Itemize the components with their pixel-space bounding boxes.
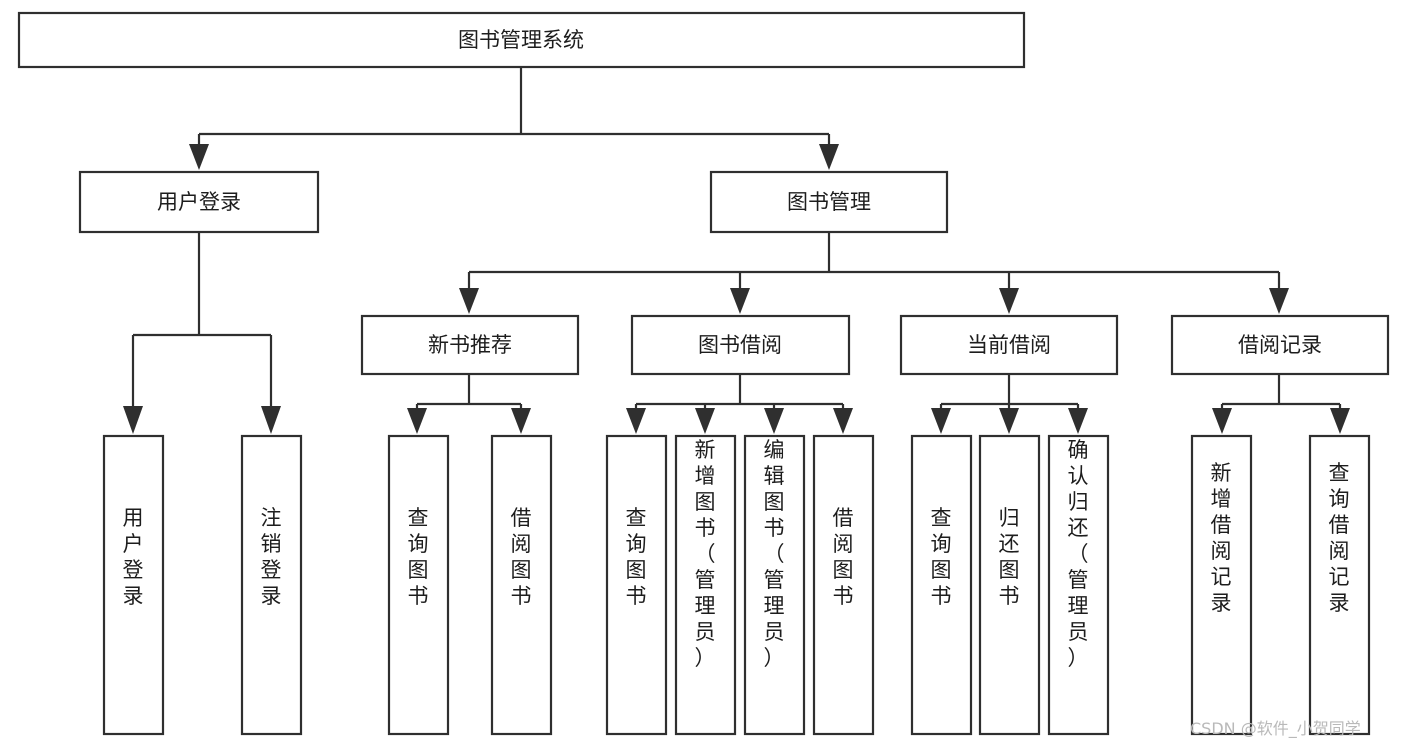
node-book-manage-label: 图书管理 [787,190,871,214]
leaf-user-logout[interactable]: 注销登录 [240,434,303,736]
leaf-query-book-1-label: 查询图书 [408,506,429,608]
leaf-confirm-return[interactable]: 确认归还（管理员） [1047,434,1110,736]
arrow-to-book-borrow [730,288,750,314]
leaf-confirm-return-label: 确认归还（管理员） [1068,438,1089,670]
leaf-borrow-book-1[interactable]: 借阅图书 [490,434,553,736]
arrow-to-leaf-query-record [1330,408,1350,434]
leaf-add-record-box[interactable] [1190,434,1253,736]
leaf-borrow-book-2-box[interactable] [812,434,875,736]
node-borrow-record-box[interactable] [1170,314,1390,376]
leaf-query-book-2[interactable]: 查询图书 [605,434,668,736]
leaf-borrow-book-2[interactable]: 借阅图书 [812,434,875,736]
node-book-borrow[interactable]: 图书借阅 [630,314,851,376]
leaf-user-logout-box[interactable] [240,434,303,736]
node-root[interactable]: 图书管理系统 [17,11,1026,69]
node-user-login[interactable]: 用户登录 [78,170,320,234]
node-borrow-record[interactable]: 借阅记录 [1170,314,1390,376]
leaf-edit-book[interactable]: 编辑图书（管理员） [743,434,806,736]
connector-group-book-borrow [626,374,853,434]
arrow-to-leaf-query-book-2 [626,408,646,434]
arrow-to-leaf-borrow-book-2 [833,408,853,434]
leaf-user-login[interactable]: 用户登录 [102,434,165,736]
leaf-add-book-label: 新增图书（管理员） [695,438,716,670]
node-current-borrow-label: 当前借阅 [967,333,1051,357]
leaf-confirm-return-box[interactable] [1047,434,1110,736]
leaf-query-record[interactable]: 查询借阅记录 [1308,434,1371,736]
arrow-to-current-borrow [999,288,1019,314]
leaf-add-book[interactable]: 新增图书（管理员） [674,434,737,736]
leaf-add-book-box[interactable] [674,434,737,736]
node-book-manage-box[interactable] [709,170,949,234]
leaf-return-book-box[interactable] [978,434,1041,736]
leaf-query-book-3-box[interactable] [910,434,973,736]
arrow-to-book-manage [819,144,839,170]
leaf-query-book-2-box[interactable] [605,434,668,736]
node-new-book-recommend[interactable]: 新书推荐 [360,314,580,376]
leaf-borrow-book-1-box[interactable] [490,434,553,736]
leaf-query-book-2-label: 查询图书 [626,506,647,608]
arrow-to-leaf-user-login [123,406,143,434]
connector-group-user-login [123,232,281,434]
leaf-query-book-3[interactable]: 查询图书 [910,434,973,736]
node-root-label: 图书管理系统 [458,28,584,52]
leaf-edit-book-box[interactable] [743,434,806,736]
arrow-to-leaf-add-record [1212,408,1232,434]
leaf-user-login-label: 用户登录 [123,506,144,608]
arrow-to-leaf-add-book [695,408,715,434]
leaf-query-book-3-label: 查询图书 [931,506,952,608]
node-borrow-record-label: 借阅记录 [1238,333,1322,357]
leaf-query-book-1-box[interactable] [387,434,450,736]
leaf-return-book[interactable]: 归还图书 [978,434,1041,736]
node-book-manage[interactable]: 图书管理 [709,170,949,234]
leaf-query-record-box[interactable] [1308,434,1371,736]
node-root-box[interactable] [17,11,1026,69]
connector-group-borrow-record [1212,374,1350,434]
leaf-return-book-label: 归还图书 [999,506,1020,608]
connector-group-book-manage [459,232,1289,314]
arrow-to-user-login [189,144,209,170]
arrow-to-leaf-edit-book [764,408,784,434]
node-current-borrow[interactable]: 当前借阅 [899,314,1119,376]
arrow-to-leaf-borrow-book-1 [511,408,531,434]
arrow-to-leaf-return-book [999,408,1019,434]
node-book-borrow-box[interactable] [630,314,851,376]
node-book-borrow-label: 图书借阅 [698,333,782,357]
leaf-add-record[interactable]: 新增借阅记录 [1190,434,1253,736]
node-user-login-box[interactable] [78,170,320,234]
node-current-borrow-box[interactable] [899,314,1119,376]
leaf-borrow-book-1-label: 借阅图书 [511,506,532,608]
connector-group-current-borrow [931,374,1088,434]
leaf-query-book-1[interactable]: 查询图书 [387,434,450,736]
leaf-user-logout-label: 注销登录 [261,506,282,608]
csdn-watermark: CSDN @软件_小贺同学 [1190,719,1361,739]
node-new-book-recommend-label: 新书推荐 [428,333,512,357]
arrow-to-leaf-query-book-1 [407,408,427,434]
connector-group-new-book-recommend [407,374,531,434]
arrow-to-new-book-recommend [459,288,479,314]
arrow-to-leaf-confirm-return [1068,408,1088,434]
arrow-to-leaf-user-logout [261,406,281,434]
connector-group-root [189,67,839,170]
leaf-borrow-book-2-label: 借阅图书 [833,506,854,608]
leaf-edit-book-label: 编辑图书（管理员） [764,438,785,670]
leaf-user-login-box[interactable] [102,434,165,736]
node-user-login-label: 用户登录 [157,190,241,214]
arrow-to-leaf-query-book-3 [931,408,951,434]
node-new-book-recommend-box[interactable] [360,314,580,376]
leaf-query-record-label: 查询借阅记录 [1329,461,1350,615]
leaf-add-record-label: 新增借阅记录 [1211,461,1232,615]
arrow-to-borrow-record [1269,288,1289,314]
